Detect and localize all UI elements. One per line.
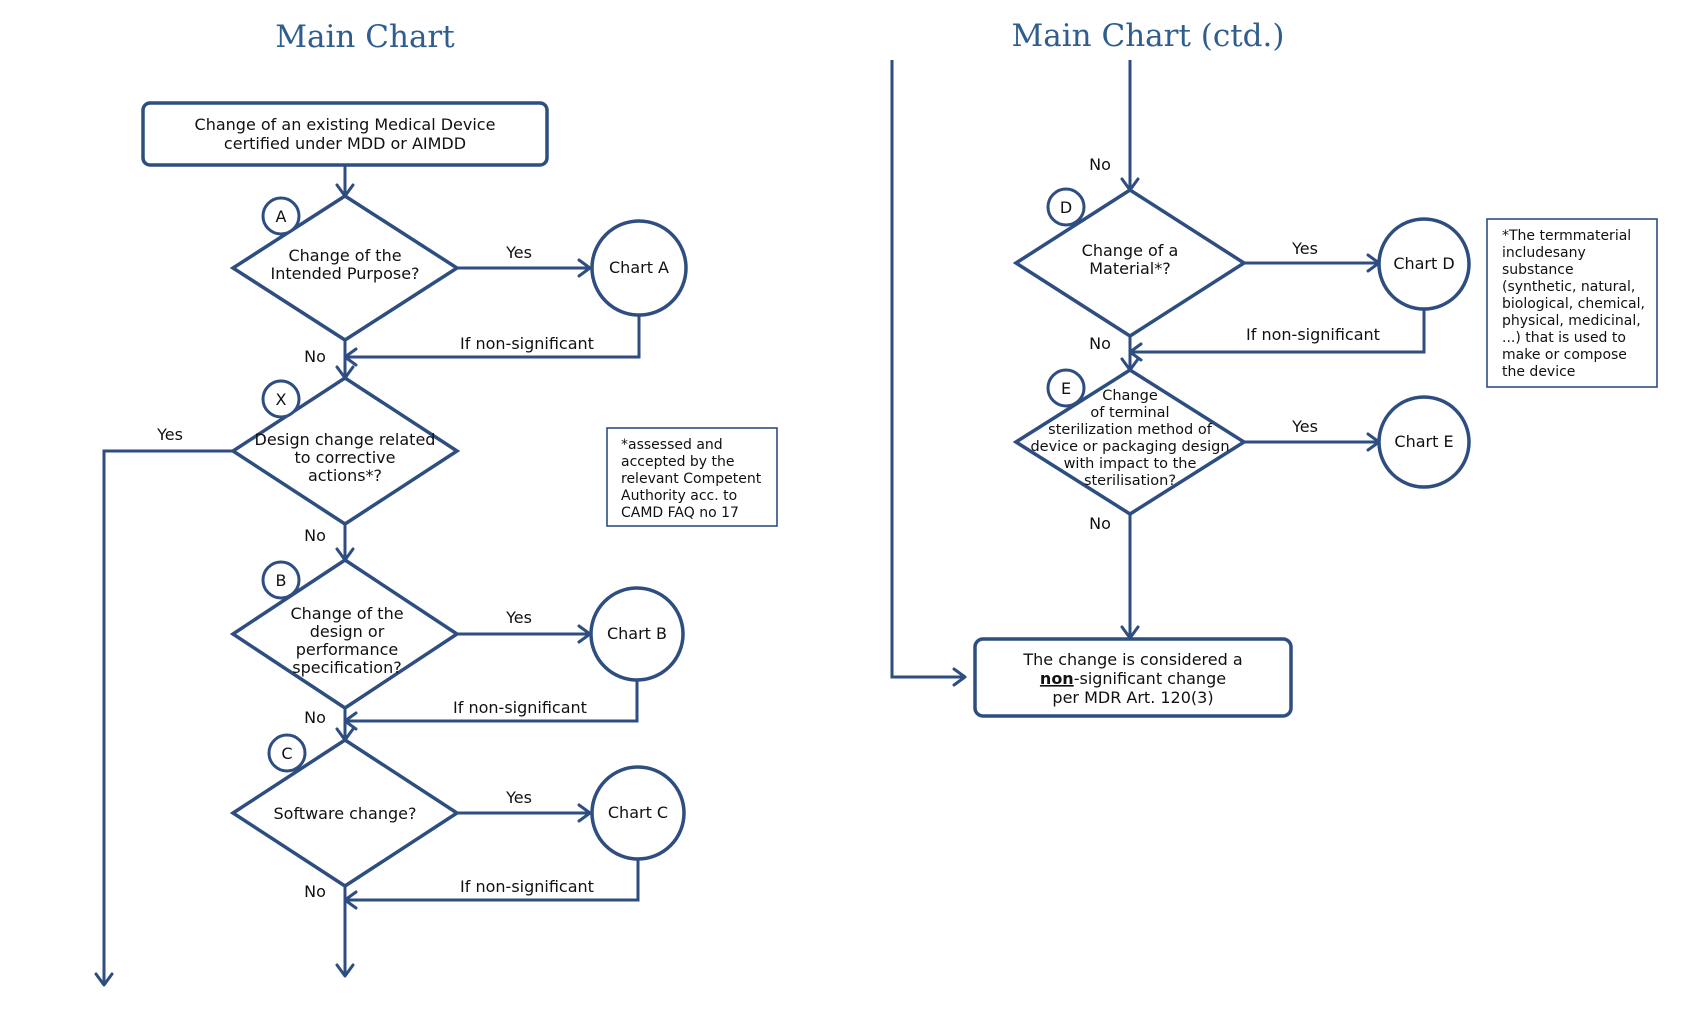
badge-c-label: C xyxy=(281,744,292,763)
note-corrective-line5: CAMD FAQ no 17 xyxy=(621,505,739,521)
decision-x-line3: actions*? xyxy=(308,466,382,485)
label-c-no: No xyxy=(304,882,326,901)
note-corrective-line3: relevant Competent xyxy=(621,471,762,487)
start-box-line2: certified under MDD or AIMDD xyxy=(224,134,466,153)
label-c-yes: Yes xyxy=(505,788,532,807)
badge-a: A xyxy=(261,196,301,236)
label-e-no: No xyxy=(1089,514,1111,533)
decision-b-line1: Change of the xyxy=(290,604,403,623)
arrowhead xyxy=(335,963,355,978)
badge-x-label: X xyxy=(276,390,287,409)
main-chart-ctd-title: Main Chart (ctd.) xyxy=(1012,18,1285,54)
label-a-yes: Yes xyxy=(505,243,532,262)
note-material-line1: *The termmaterial xyxy=(1502,228,1631,244)
decision-d-line2: Material*? xyxy=(1089,259,1171,278)
start-box: Change of an existing Medical Device cer… xyxy=(141,101,549,167)
end-box-non-bold: non xyxy=(1040,669,1074,688)
label-x-no: No xyxy=(304,526,326,545)
decision-e-line1: Change xyxy=(1102,388,1158,404)
decision-d-line1: Change of a xyxy=(1082,241,1179,260)
arrowhead xyxy=(577,258,592,278)
label-b-non-significant: If non-significant xyxy=(453,698,587,717)
chart-e-node: Chart E xyxy=(1377,395,1471,489)
connector-x-yes xyxy=(102,449,233,985)
decision-x-line2: to corrective xyxy=(295,448,396,467)
decision-x-line1: Design change related xyxy=(255,430,436,449)
decision-c-line1: Software change? xyxy=(274,804,417,823)
badge-b: B xyxy=(261,560,301,600)
note-material-line2: includesany xyxy=(1502,245,1586,261)
decision-b-line4: specification? xyxy=(292,658,401,677)
label-d-yes: Yes xyxy=(1291,239,1318,258)
start-box-line1: Change of an existing Medical Device xyxy=(195,115,496,134)
decision-e-line3: sterilization method of xyxy=(1048,422,1213,438)
decision-e-line5: with impact to the xyxy=(1064,456,1197,472)
main-chart-title: Main Chart xyxy=(275,19,455,55)
chart-c-node: Chart C xyxy=(590,765,686,861)
decision-e-line4: device or packaging design xyxy=(1030,439,1229,455)
end-box-line1: The change is considered a xyxy=(1022,650,1242,669)
label-c-non-significant: If non-significant xyxy=(460,877,594,896)
badge-d-label: D xyxy=(1060,198,1072,217)
label-d-non-significant: If non-significant xyxy=(1246,325,1380,344)
note-material-line9: the device xyxy=(1502,364,1575,380)
note-corrective-line4: Authority acc. to xyxy=(621,488,737,504)
connector-chart-c-return xyxy=(345,859,640,902)
note-material-line6: physical, medicinal, xyxy=(1502,313,1641,329)
label-b-no: No xyxy=(304,708,326,727)
connector-x-yes-continuation xyxy=(890,60,965,679)
label-b-yes: Yes xyxy=(505,608,532,627)
badge-c: C xyxy=(267,733,307,773)
note-corrective-actions: *assessed and accepted by the relevant C… xyxy=(606,427,778,527)
arrowhead xyxy=(94,972,114,987)
decision-e-line2: of terminal xyxy=(1090,405,1169,421)
label-d-incoming-no: No xyxy=(1089,155,1111,174)
end-box-significant: -significant change xyxy=(1074,669,1226,688)
connector-chart-b-return xyxy=(345,680,639,723)
end-box-line2: non-significant change xyxy=(1040,669,1226,688)
note-corrective-line1: *assessed and xyxy=(621,437,723,453)
decision-e-line6: sterilisation? xyxy=(1084,473,1176,489)
label-e-yes: Yes xyxy=(1291,417,1318,436)
decision-a-line2: Intended Purpose? xyxy=(270,264,419,283)
chart-d-node: Chart D xyxy=(1377,217,1471,311)
badge-e-label: E xyxy=(1061,379,1071,398)
note-material-line5: biological, chemical, xyxy=(1502,296,1645,312)
chart-e-label: Chart E xyxy=(1394,432,1453,451)
note-corrective-line2: accepted by the xyxy=(621,454,735,470)
note-material: *The termmaterial includesany substance … xyxy=(1486,218,1658,388)
note-material-line7: ...) that is used to xyxy=(1502,330,1626,346)
arrowhead xyxy=(952,667,967,687)
badge-a-label: A xyxy=(276,207,287,226)
chart-b-label: Chart B xyxy=(607,624,667,643)
chart-d-label: Chart D xyxy=(1393,254,1454,273)
label-a-no: No xyxy=(304,347,326,366)
end-box: The change is considered a non-significa… xyxy=(973,637,1293,718)
chart-a-node: Chart A xyxy=(590,219,688,317)
badge-x: X xyxy=(261,379,301,419)
connector-chart-d-return xyxy=(1130,309,1426,354)
note-material-line8: make or compose xyxy=(1502,347,1627,363)
chart-c-label: Chart C xyxy=(608,803,668,822)
label-a-non-significant: If non-significant xyxy=(460,334,594,353)
decision-a-line1: Change of the xyxy=(288,246,401,265)
badge-d: D xyxy=(1046,187,1086,227)
chart-b-node: Chart B xyxy=(589,586,685,682)
decision-b-line2: design or xyxy=(310,622,385,641)
decision-b-line3: performance xyxy=(296,640,398,659)
decision-d: Change of a Material*? xyxy=(1012,187,1248,339)
chart-a-label: Chart A xyxy=(609,258,669,277)
note-material-line3: substance xyxy=(1502,262,1574,278)
badge-e: E xyxy=(1046,368,1086,408)
end-box-line3: per MDR Art. 120(3) xyxy=(1052,688,1213,707)
decision-c: Software change? xyxy=(229,737,461,889)
note-material-line4: (synthetic, natural, xyxy=(1502,279,1635,295)
label-x-yes: Yes xyxy=(156,425,183,444)
label-d-no: No xyxy=(1089,334,1111,353)
connector-chart-a-return xyxy=(345,315,641,359)
badge-b-label: B xyxy=(276,571,287,590)
arrowhead xyxy=(577,803,592,823)
